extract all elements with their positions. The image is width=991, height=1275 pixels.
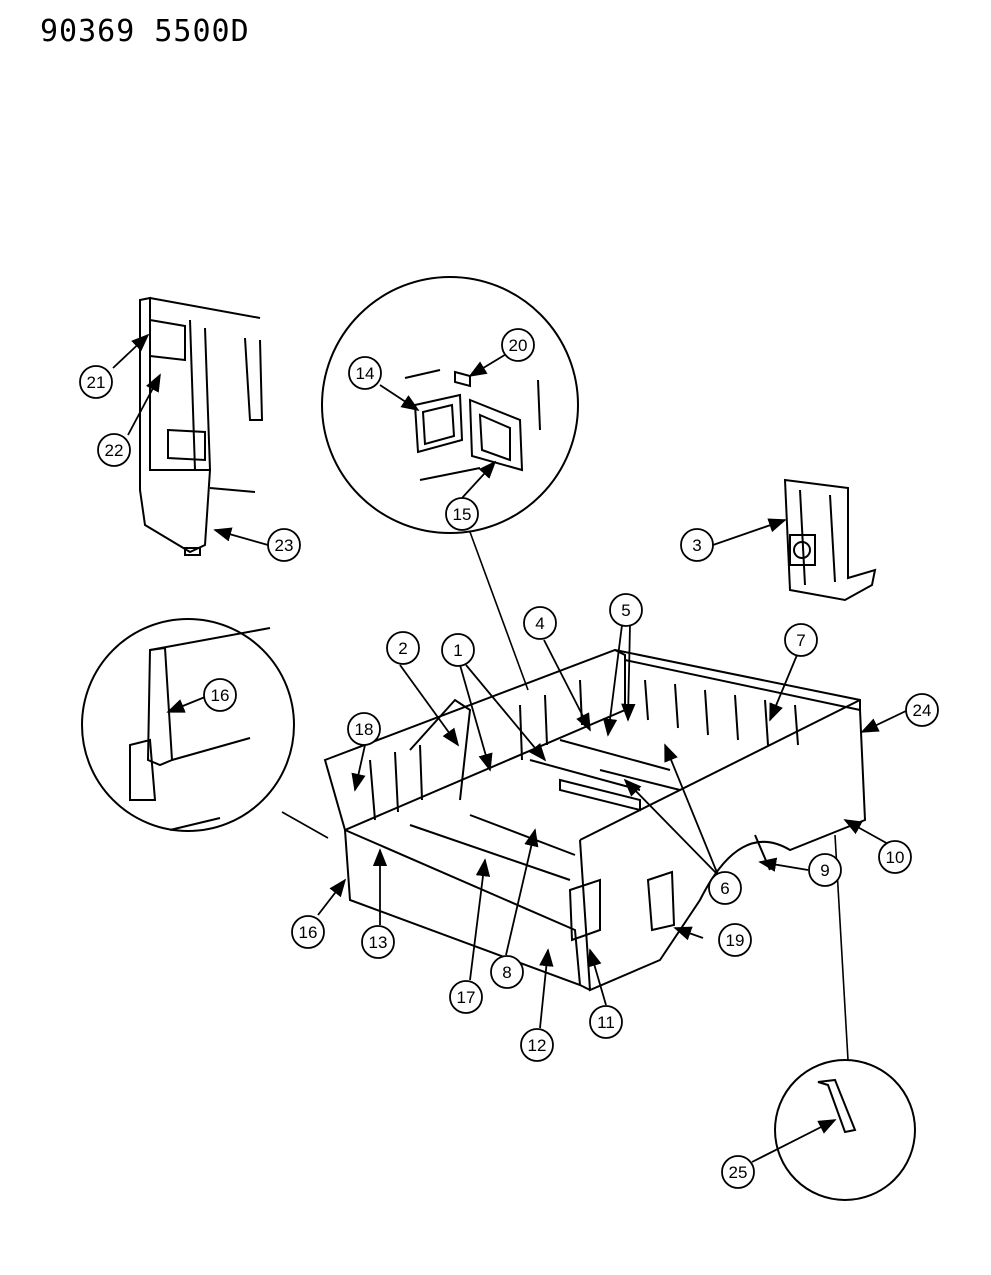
callout-c4: 4 — [523, 606, 557, 640]
callout-c24: 24 — [905, 693, 939, 727]
detail-leader-fuel — [469, 531, 529, 691]
detail-leader-stake — [281, 811, 329, 839]
callout-label: 7 — [796, 631, 805, 650]
callout-label: 6 — [720, 879, 729, 898]
callout-c23: 23 — [267, 528, 301, 562]
callout-label: 1 — [453, 641, 462, 660]
callout-c1: 1 — [441, 633, 475, 667]
callout-c19: 19 — [718, 923, 752, 957]
detail-circle-decal — [774, 1059, 916, 1201]
callout-c9: 9 — [808, 853, 842, 887]
callout-label: 19 — [726, 931, 745, 950]
callout-label: 21 — [87, 373, 106, 392]
callout-label: 5 — [621, 601, 630, 620]
callout-c16a: 16 — [203, 678, 237, 712]
callout-label: 2 — [398, 639, 407, 658]
detail-circle-fuel-door — [321, 276, 579, 534]
callout-label: 8 — [502, 963, 511, 982]
callout-label: 14 — [356, 364, 375, 383]
decal-drawing — [817, 1078, 857, 1134]
callout-c25: 25 — [721, 1155, 755, 1189]
callout-c22: 22 — [97, 433, 131, 467]
callout-label: 3 — [692, 536, 701, 555]
callout-label: 15 — [453, 505, 472, 524]
callout-c2: 2 — [386, 631, 420, 665]
callout-c21: 21 — [79, 365, 113, 399]
truck-bed-drawing — [323, 648, 867, 992]
callout-c16b: 16 — [291, 915, 325, 949]
callout-c11: 11 — [589, 1005, 623, 1039]
callout-c14: 14 — [348, 356, 382, 390]
callout-label: 12 — [528, 1036, 547, 1055]
callout-c8: 8 — [490, 955, 524, 989]
callout-c18: 18 — [347, 712, 381, 746]
callout-label: 17 — [457, 988, 476, 1007]
callout-label: 11 — [597, 1013, 615, 1032]
callout-c13: 13 — [361, 925, 395, 959]
callout-c12: 12 — [520, 1028, 554, 1062]
callout-label: 16 — [211, 686, 230, 705]
callout-label: 9 — [820, 861, 829, 880]
callout-label: 4 — [535, 614, 544, 633]
callout-label: 13 — [369, 933, 388, 952]
tailgate-panel-drawing — [139, 296, 264, 556]
drawing-id: 90369 5500D — [40, 14, 250, 49]
callout-label: 16 — [299, 923, 318, 942]
callout-arrows — [112, 333, 909, 1163]
callout-c17: 17 — [449, 980, 483, 1014]
callout-c10: 10 — [878, 840, 912, 874]
callout-c20: 20 — [501, 328, 535, 362]
callout-c5: 5 — [609, 593, 643, 627]
callout-label: 18 — [355, 720, 374, 739]
callout-c15: 15 — [445, 497, 479, 531]
detail-circle-side-stake — [81, 618, 295, 832]
callout-label: 20 — [509, 336, 528, 355]
side-stake-drawing — [129, 627, 271, 831]
callout-c3: 3 — [680, 528, 714, 562]
callout-label: 24 — [913, 701, 932, 720]
callout-label: 25 — [729, 1163, 748, 1182]
callout-label: 23 — [275, 536, 294, 555]
callout-label: 22 — [105, 441, 124, 460]
callout-c6: 6 — [708, 871, 742, 905]
bracket-part-drawing — [783, 478, 877, 602]
callout-label: 10 — [886, 848, 905, 867]
fuel-door-drawing — [404, 369, 541, 481]
callout-c7: 7 — [784, 623, 818, 657]
